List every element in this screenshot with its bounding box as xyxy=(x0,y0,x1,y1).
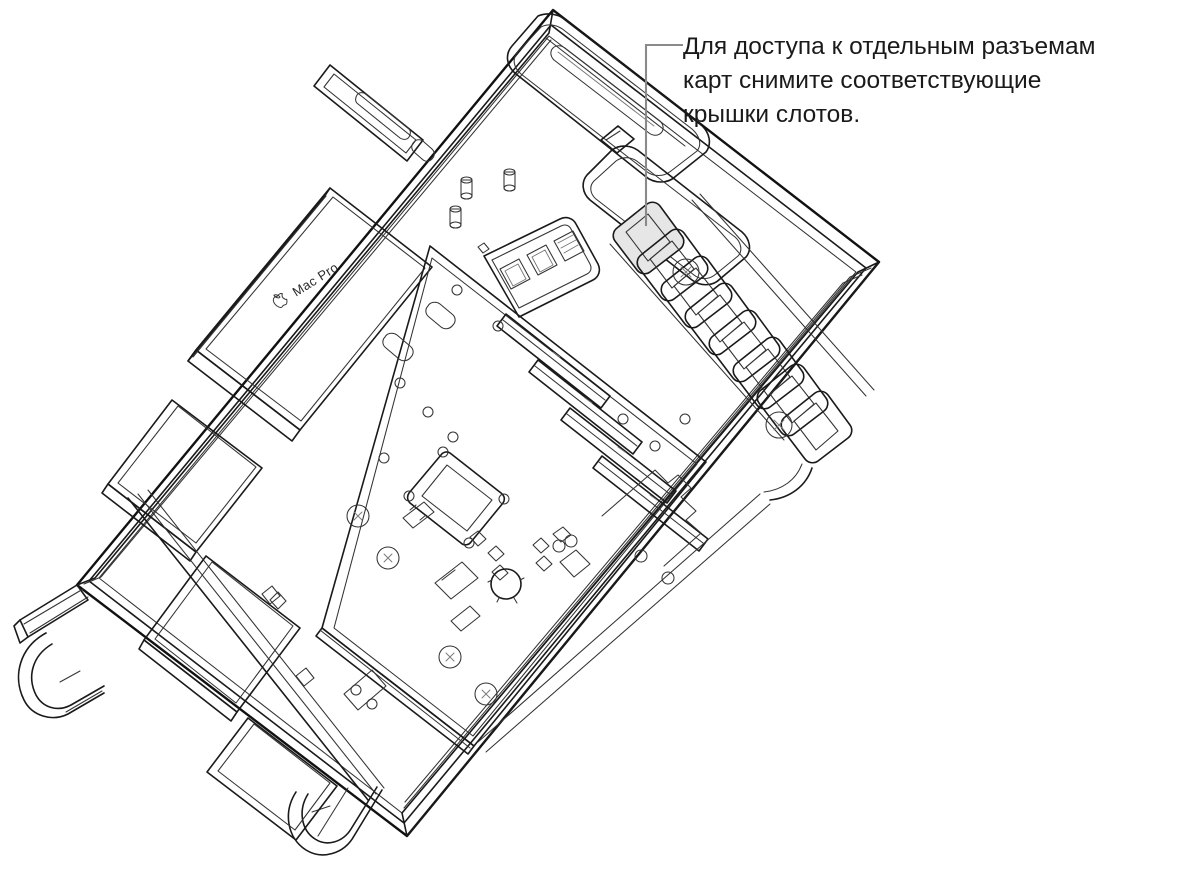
chassis-left-edge xyxy=(13,584,89,644)
pcie-slot-3 xyxy=(560,407,677,504)
pcie-slot-2 xyxy=(528,359,643,455)
apple-logo-icon xyxy=(272,293,288,308)
drive-bay-assembly xyxy=(101,399,385,841)
board-edge-notch xyxy=(601,469,702,585)
screw-mid-right xyxy=(765,411,793,439)
coin-cell-battery xyxy=(487,568,525,604)
rear-top-handle-assembly xyxy=(506,13,751,286)
standoff-1 xyxy=(460,176,473,200)
cpu-socket xyxy=(403,446,510,549)
callout-line-1: Для доступа к отдельным разъемам xyxy=(683,33,1095,60)
standoff-2 xyxy=(503,168,516,192)
pcie-slot-4 xyxy=(592,455,709,552)
brand-wordmark: Mac Pro xyxy=(290,260,341,300)
callout-text-block: Для доступа к отдельным разъемам карт сн… xyxy=(683,33,1095,128)
callout-line-3: крышки слотов. xyxy=(683,101,860,128)
screws xyxy=(346,258,793,706)
pcie-slot-1 xyxy=(496,313,611,409)
screw-board-3 xyxy=(438,645,462,669)
stand-foot-bottom xyxy=(287,786,383,856)
upper-left-panel xyxy=(313,64,435,162)
motherboard xyxy=(315,245,709,755)
pcie-slot-connectors xyxy=(496,313,709,552)
callout-line-2: карт снимите соответствующие xyxy=(683,67,1041,94)
slot-cover-row xyxy=(609,193,875,464)
screw-board-2 xyxy=(376,546,400,570)
board-components xyxy=(402,501,591,632)
rear-io-ports xyxy=(382,216,601,362)
chassis-outer-shell xyxy=(75,8,881,838)
screw-board-4 xyxy=(474,682,498,706)
standoff-3 xyxy=(449,205,462,229)
slot-cover-highlighted[interactable] xyxy=(612,201,685,275)
drive-sled-detail xyxy=(269,591,387,711)
screw-board-1 xyxy=(346,504,370,528)
lower-chassis-rails xyxy=(319,463,813,753)
screw-top-right xyxy=(672,258,700,286)
callout-leader xyxy=(644,43,683,226)
stand-foot-left xyxy=(17,632,105,719)
standoff-posts xyxy=(449,168,516,254)
